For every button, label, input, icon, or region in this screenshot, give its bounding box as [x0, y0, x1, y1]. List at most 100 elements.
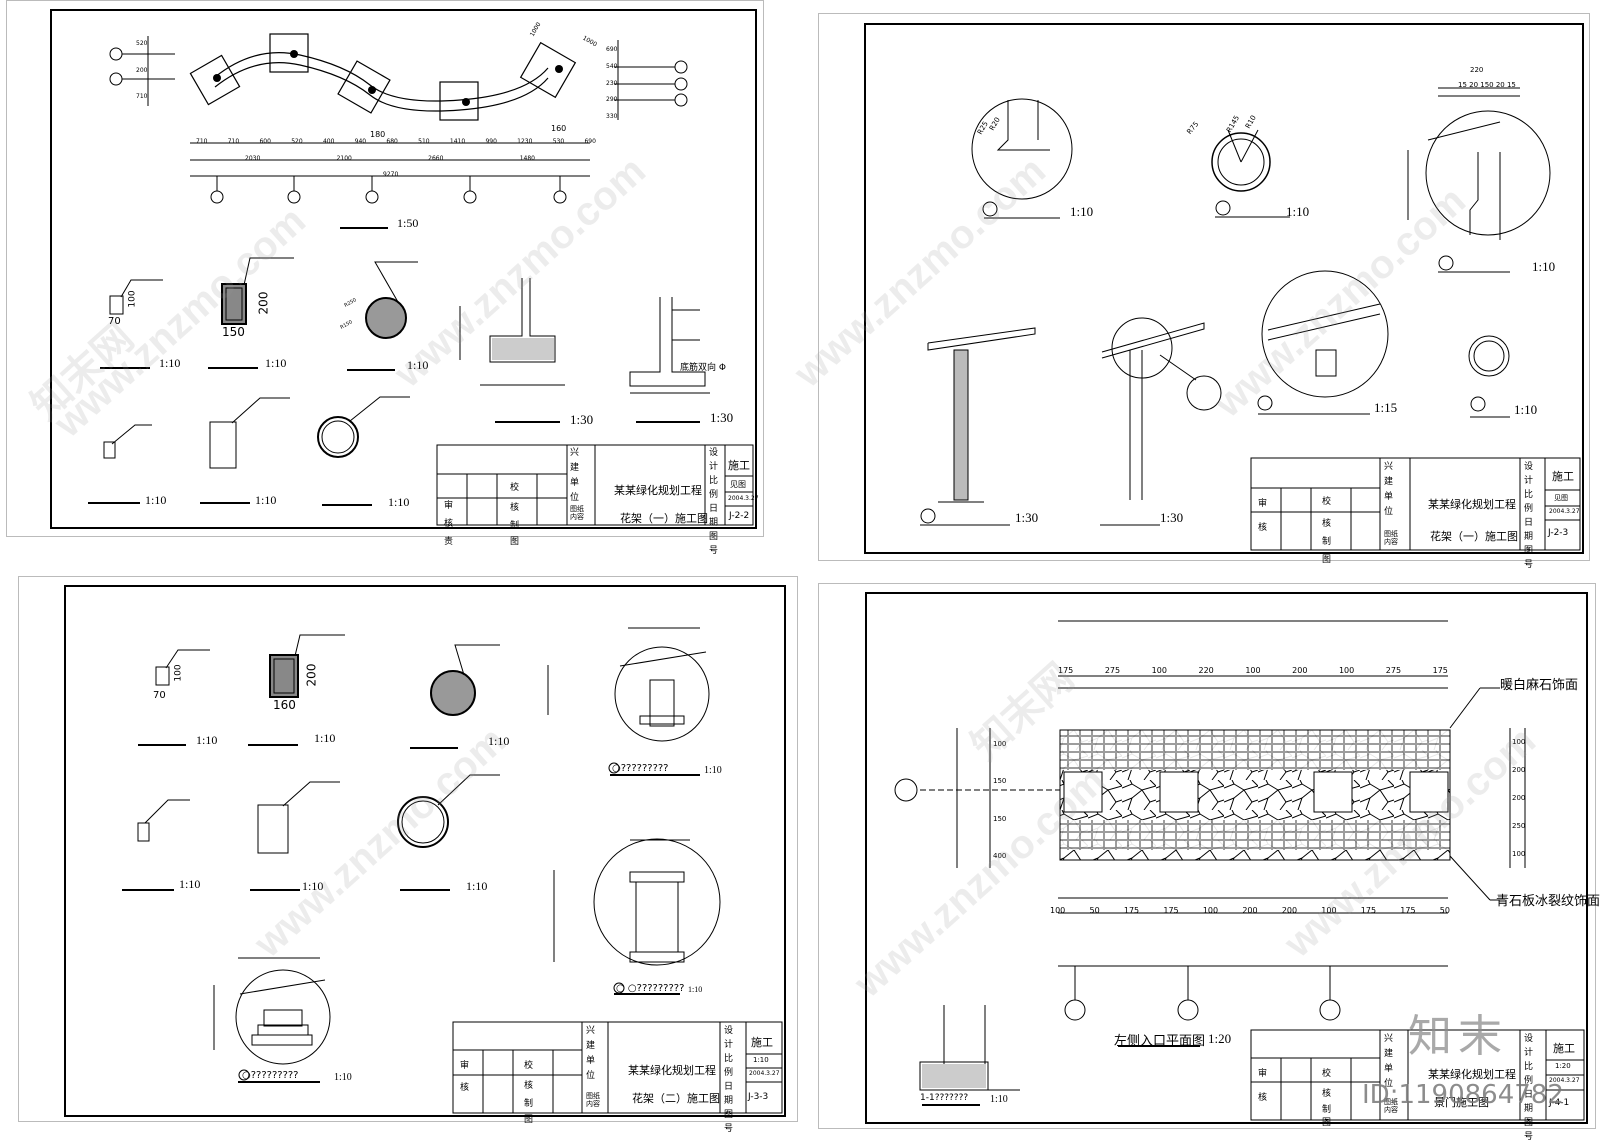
sheet1-tb-responsible: 责: [444, 537, 454, 547]
sheet2-tb-role-5: 制: [1322, 537, 1332, 547]
sheet4-tb-code: J-4-1: [1549, 1098, 1570, 1108]
sheet1-scale-d: 1:30: [570, 412, 594, 427]
sheet3-detail-label-2: ○ ○?????????: [616, 983, 685, 994]
sheet2-tb-drawing: 花架（一）施工图: [1430, 530, 1518, 543]
sheet2-tb-code: J-2-3: [1548, 528, 1569, 538]
sheet2-dim-sub: 15 20 150 20 15: [1458, 81, 1516, 89]
sheet1-scale-h: 1:10: [388, 495, 410, 509]
sheet1-scale-f: 1:10: [145, 493, 167, 507]
sheet1-top-val-2: 160: [551, 124, 567, 133]
sheet-2-frame: [864, 23, 1584, 554]
sheet1-tb-project: 某某绿化规划工程: [614, 484, 702, 497]
sheet3-tb-code: J-3-3: [748, 1092, 769, 1102]
sheet1-tb-role-1: 审: [444, 501, 454, 511]
sheet2-tb-role-3: 校: [1322, 497, 1332, 507]
sheet3-scale-6: 1:10: [466, 879, 488, 893]
image-id: ID:1190864782: [1362, 1080, 1564, 1110]
sheet2-dim-top: 220: [1470, 66, 1484, 74]
sheet2-tb-cols: 设计比例日期图号: [1524, 462, 1534, 570]
sheet2-scale-7: 1:10: [1514, 402, 1538, 417]
sheet1-scale-c: 1:10: [407, 358, 429, 372]
sheet2-scale-3: 1:10: [1532, 259, 1556, 274]
sheet3-tb-scale: 1:10: [753, 1056, 769, 1064]
sheet4-section-label: 1-1???????: [920, 1093, 969, 1103]
sheet1-scale-b: 1:10: [265, 356, 287, 370]
sheet3-tb-company: 兴建单位: [586, 1026, 596, 1081]
sheet4-tb-role-2: 核: [1258, 1093, 1268, 1103]
sheet3-tb-role-4: 核: [524, 1081, 534, 1091]
sheet1-scale-a: 1:10: [159, 356, 181, 370]
sheet2-tb-scale: 见图: [1554, 494, 1568, 502]
sheet3-scale-7: 1:10: [704, 765, 722, 776]
sheet1-tb-cols: 设计比例日期图号: [709, 448, 719, 556]
sheet1-tb-company: 兴建单位: [570, 448, 580, 503]
sheet-3-frame: [64, 585, 786, 1117]
sheet1-top-val-1: 180: [370, 130, 386, 139]
sheet-2: [818, 13, 1590, 561]
brand-logo: 知末: [1408, 1011, 1508, 1062]
sheet1-tb-role-6: 图: [510, 537, 520, 547]
sheet1-tb-role-3: 校: [510, 483, 520, 493]
sheet3-scale-8: 1:10: [688, 985, 703, 994]
sheet4-tb-stage: 施工: [1553, 1042, 1575, 1055]
sheet3-tb-role-2: 核: [460, 1083, 470, 1093]
sheet2-scale-4: 1:30: [1015, 510, 1039, 525]
sheet4-tb-role-4: 核: [1322, 1089, 1332, 1099]
sheet2-tb-role-6: 图: [1322, 555, 1332, 565]
sheet1-plan-total: 9270: [383, 171, 399, 178]
sheet2-tb-role-2: 核: [1258, 523, 1268, 533]
sheet1-scale-plan: 1:50: [397, 216, 419, 230]
sheet1-tb-content: 图纸内容: [570, 505, 584, 521]
sheet1-footing-note: 底筋双向 Φ: [680, 363, 726, 373]
sheet4-callout-marble: 暖白麻石饰面: [1500, 677, 1579, 692]
sheet3-detail-label-1: ○?????????: [612, 763, 669, 774]
sheet3-scale-9: 1:10: [334, 1072, 352, 1083]
sheet2-tb-role-1: 审: [1258, 499, 1268, 509]
sheet2-tb-date: 2004.3.27: [1549, 508, 1580, 515]
sheet4-section-scale: 1:10: [990, 1094, 1008, 1105]
sheet4-tb-scale: 1:20: [1555, 1062, 1571, 1070]
sheet4-tb-content: 图纸内容: [1384, 1098, 1398, 1114]
sheet4-tb-role-3: 校: [1322, 1069, 1332, 1079]
sheet4-tb-date: 2004.3.27: [1549, 1077, 1580, 1084]
sheet4-tb-role-6: 图: [1322, 1118, 1332, 1128]
sheet3-tb-drawing: 花架（二）施工图: [632, 1092, 720, 1105]
sheet1-scale-e: 1:30: [710, 410, 734, 425]
sheet2-scale-5: 1:30: [1160, 510, 1184, 525]
sheet3-scale-4: 1:10: [179, 877, 201, 891]
sheet1-tb-scale: 见图: [730, 480, 746, 489]
sheet2-tb-stage: 施工: [1552, 470, 1574, 483]
sheet1-tb-stage: 施工: [728, 459, 750, 472]
sheet4-tb-drawing: 景门施工图: [1434, 1096, 1489, 1109]
sheet4-tb-role-5: 制: [1322, 1105, 1332, 1115]
sheet1-tb-role-5: 制: [510, 521, 520, 531]
sheet2-scale-2: 1:10: [1286, 204, 1310, 219]
sheet3-tb-role-1: 审: [460, 1061, 470, 1071]
sheet4-tb-role-1: 审: [1258, 1069, 1268, 1079]
sheet3-sec-dim-160: 160: [273, 698, 296, 712]
sheet4-tb-project: 某某绿化规划工程: [1428, 1068, 1516, 1081]
sheet2-tb-role-4: 核: [1322, 519, 1332, 529]
sheet3-tb-role-6: 图: [524, 1115, 534, 1125]
sheet1-sec-dim-150: 150: [222, 325, 245, 339]
sheet-4-frame: [865, 592, 1588, 1124]
sheet3-tb-date: 2004.3.27: [749, 1070, 780, 1077]
sheet3-scale-1: 1:10: [196, 733, 218, 747]
sheet2-tb-project: 某某绿化规划工程: [1428, 498, 1516, 511]
sheet-1-frame: [50, 9, 757, 529]
sheet1-scale-g: 1:10: [255, 493, 277, 507]
sheet1-tb-code: J-2-2: [729, 511, 750, 521]
sheet3-tb-stage: 施工: [751, 1036, 773, 1049]
sheet3-scale-2: 1:10: [314, 731, 336, 745]
